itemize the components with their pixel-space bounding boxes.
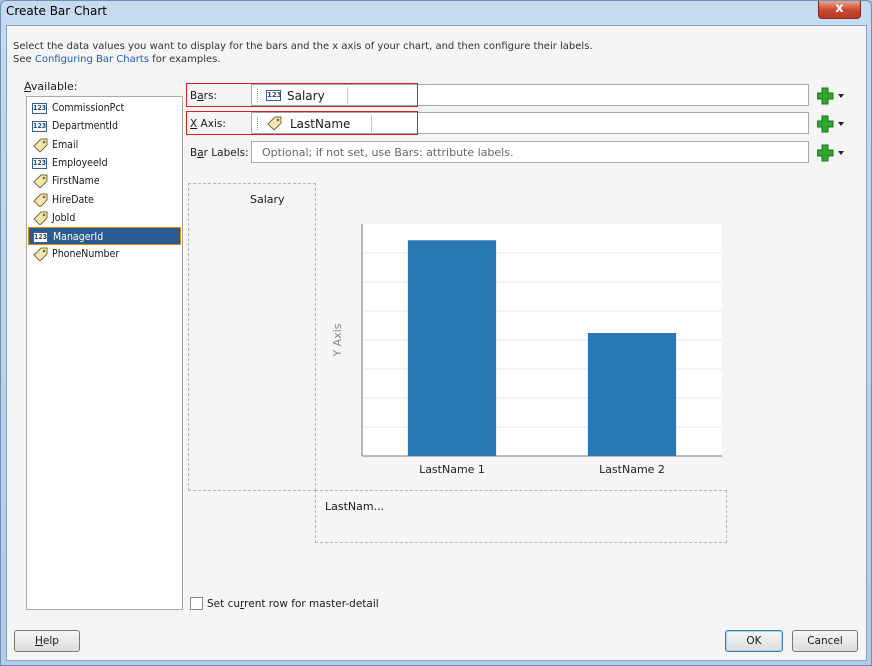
xaxis-drop-zone[interactable] bbox=[315, 490, 727, 543]
configuring-bar-charts-link[interactable]: Configuring Bar Charts bbox=[34, 54, 149, 65]
available-item[interactable]: 123 EmployeeId bbox=[28, 154, 181, 172]
add-bar-labels-button[interactable] bbox=[816, 144, 849, 162]
bars-drop-zone[interactable] bbox=[188, 183, 316, 491]
chip-separator bbox=[347, 87, 348, 104]
checkbox-label-pre: Set cu bbox=[207, 598, 241, 610]
close-button[interactable]: x bbox=[818, 1, 861, 19]
bars-field[interactable]: 123 Salary bbox=[251, 84, 809, 106]
available-item-label: Email bbox=[52, 138, 79, 151]
bar-labels-post: r Labels: bbox=[203, 147, 249, 159]
numeric-icon: 123 bbox=[32, 157, 47, 169]
available-label-rest: vailable: bbox=[30, 80, 78, 93]
bars-label-pre: B bbox=[190, 90, 198, 102]
bar-chart-preview: LastName 1 LastName 2 Y Axis bbox=[331, 224, 722, 476]
bar-labels-pre: B bbox=[190, 147, 198, 159]
tag-icon bbox=[267, 116, 282, 130]
checkbox-label-mnemonic: r bbox=[240, 598, 245, 610]
tag-icon bbox=[33, 174, 48, 189]
available-item[interactable]: FirstName bbox=[28, 172, 181, 190]
add-bars-button[interactable] bbox=[816, 87, 849, 105]
tag-icon bbox=[33, 247, 48, 262]
numeric-icon: 123 bbox=[32, 103, 47, 114]
tag-icon bbox=[33, 193, 48, 207]
dialog-body: Select the data values you want to displ… bbox=[6, 25, 867, 661]
xaxis-chip-label[interactable]: LastName bbox=[290, 117, 351, 131]
help-rest: elp bbox=[42, 635, 59, 647]
chip-separator bbox=[371, 115, 372, 132]
master-detail-label: Set current row for master-detail bbox=[207, 598, 379, 610]
xaxis-label-mnemonic: X bbox=[190, 118, 198, 130]
x-tick-label: LastName 1 bbox=[419, 463, 485, 476]
tag-icon bbox=[33, 211, 48, 225]
available-item-label: CommissionPct bbox=[52, 102, 125, 114]
title-bar[interactable]: Create Bar Chart x bbox=[1, 1, 871, 23]
preview-bars-label: Salary bbox=[250, 193, 285, 206]
intro-line-1: Select the data values you want to displ… bbox=[13, 41, 593, 52]
y-axis-label: Y Axis bbox=[331, 323, 344, 357]
available-item[interactable]: 123 ManagerId bbox=[28, 227, 181, 246]
xaxis-row-highlight bbox=[186, 111, 418, 135]
drag-grip-icon[interactable] bbox=[257, 117, 259, 130]
bar-labels-field[interactable]: Optional; if not set, use Bars: attribut… bbox=[251, 141, 809, 163]
bars-row-highlight bbox=[186, 83, 418, 107]
bars-label-post: rs: bbox=[203, 90, 217, 102]
available-item-label: PhoneNumber bbox=[52, 248, 120, 261]
available-item[interactable]: HireDate bbox=[28, 191, 181, 209]
available-item-label: FirstName bbox=[52, 175, 100, 188]
tag-icon bbox=[33, 138, 48, 152]
bars-chip-label[interactable]: Salary bbox=[287, 89, 325, 103]
add-plus-icon bbox=[816, 115, 844, 133]
bars-label: Bars: bbox=[190, 90, 217, 102]
available-item-label: ManagerId bbox=[53, 231, 104, 244]
window-title: Create Bar Chart bbox=[6, 4, 107, 18]
add-plus-icon bbox=[816, 87, 844, 105]
intro-suffix: for examples. bbox=[149, 54, 221, 65]
available-item-label: EmployeeId bbox=[52, 156, 108, 169]
add-xaxis-button[interactable] bbox=[816, 115, 849, 133]
checkbox-label-post: rent row for master-detail bbox=[244, 598, 379, 610]
help-button[interactable]: Help bbox=[14, 630, 80, 652]
cancel-button[interactable]: Cancel bbox=[792, 630, 858, 652]
numeric-icon: 123 bbox=[266, 90, 282, 101]
ok-button[interactable]: OK bbox=[725, 630, 783, 652]
numeric-icon: 123 bbox=[33, 232, 48, 244]
master-detail-checkbox[interactable] bbox=[190, 597, 203, 610]
help-mnemonic: H bbox=[35, 635, 43, 647]
xaxis-field[interactable]: LastName bbox=[251, 112, 809, 134]
available-item-label: DepartmentId bbox=[52, 120, 118, 133]
intro-line-2: See Configuring Bar Charts for examples. bbox=[13, 53, 593, 66]
available-item[interactable]: 123 DepartmentId bbox=[28, 117, 181, 135]
available-item[interactable]: PhoneNumber bbox=[28, 245, 181, 263]
available-label: Available: bbox=[24, 80, 78, 93]
bar-labels-mnemonic: a bbox=[197, 147, 204, 159]
bar-labels-label: Bar Labels: bbox=[190, 147, 249, 159]
available-item-label: JobId bbox=[52, 211, 76, 224]
chart-bar bbox=[407, 240, 497, 456]
chart-bar bbox=[587, 333, 677, 456]
xaxis-label-rest: Axis: bbox=[197, 118, 226, 130]
numeric-icon: 123 bbox=[32, 121, 47, 133]
x-tick-label: LastName 2 bbox=[599, 463, 665, 476]
xaxis-label: X Axis: bbox=[190, 118, 226, 130]
available-item-label: HireDate bbox=[52, 193, 94, 206]
bar-labels-placeholder: Optional; if not set, use Bars: attribut… bbox=[262, 146, 514, 159]
bars-label-mnemonic: a bbox=[197, 90, 204, 102]
preview-xaxis-label: LastNam... bbox=[325, 500, 385, 513]
intro-prefix: See bbox=[13, 54, 35, 65]
available-mnemonic: A bbox=[24, 80, 31, 93]
available-item[interactable]: 123 CommissionPct bbox=[28, 99, 181, 117]
available-item[interactable]: Email bbox=[28, 136, 181, 154]
intro-text: Select the data values you want to displ… bbox=[13, 40, 593, 66]
available-item[interactable]: JobId bbox=[28, 209, 181, 227]
drag-grip-icon[interactable] bbox=[257, 89, 259, 102]
add-plus-icon bbox=[816, 144, 844, 162]
